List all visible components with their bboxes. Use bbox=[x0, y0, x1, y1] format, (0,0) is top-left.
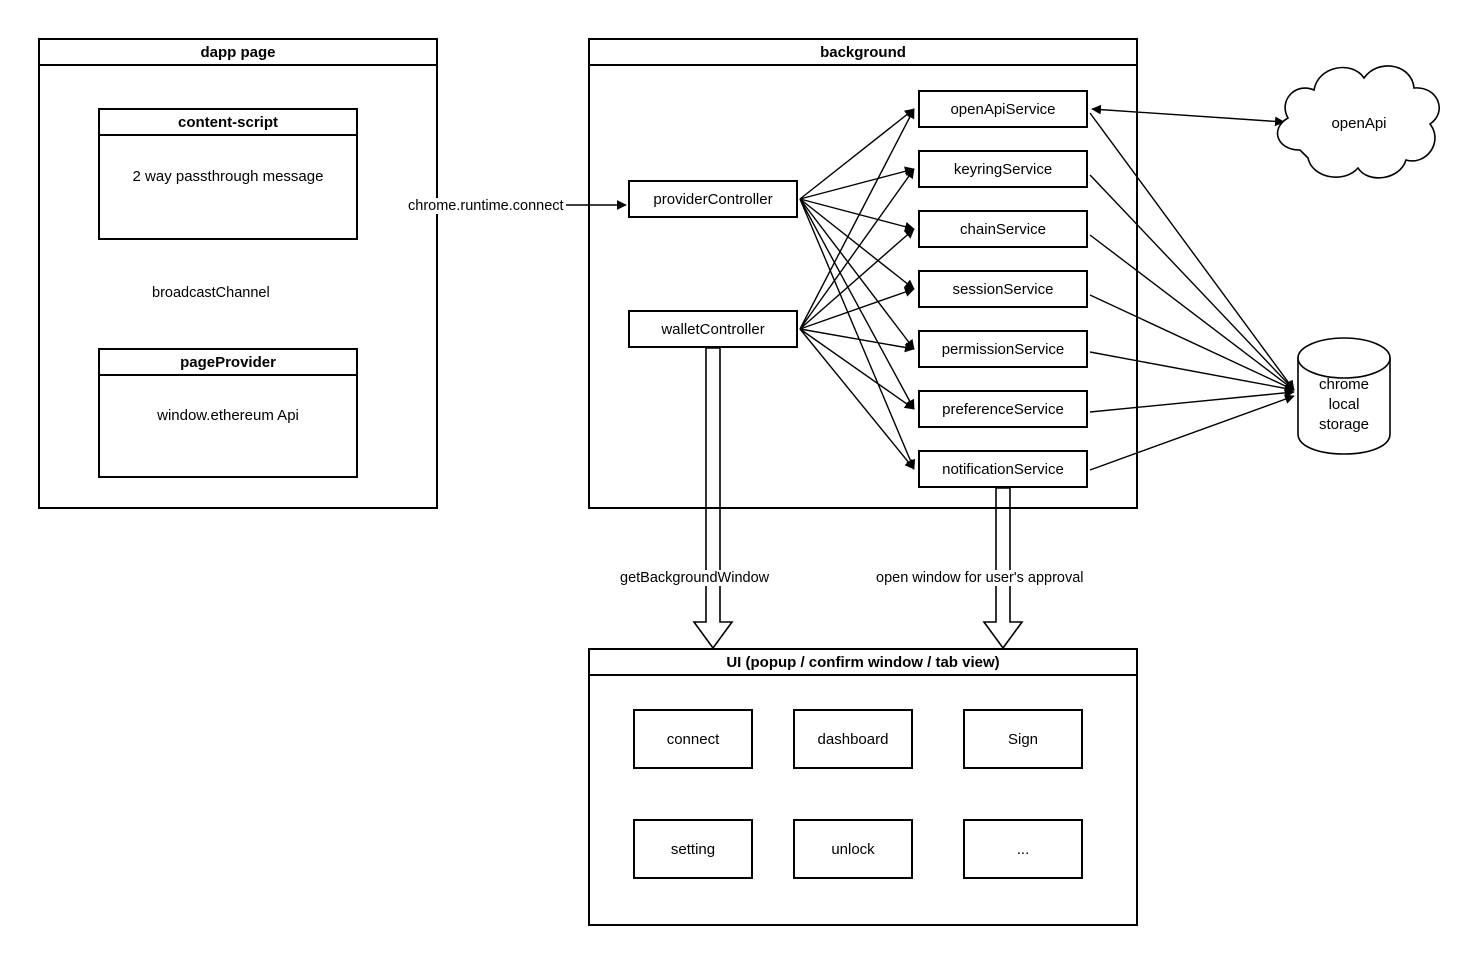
chrome-runtime-connect-label: chrome.runtime.connect bbox=[406, 198, 566, 214]
edge-wallet-to-sessionService bbox=[799, 287, 915, 330]
content-script-box[interactable]: content-script 2 way passthrough message bbox=[98, 108, 358, 240]
page-provider-title: pageProvider bbox=[100, 350, 356, 376]
edge-provider-to-sessionService bbox=[799, 198, 915, 290]
edge-provider-to-preferenceService bbox=[799, 198, 915, 410]
edge-wallet-to-permissionService bbox=[799, 328, 915, 353]
edge-openApiService-to-storage bbox=[1089, 112, 1295, 391]
content-script-body: 2 way passthrough message bbox=[132, 167, 324, 185]
edge-preferenceService-to-storage bbox=[1089, 388, 1295, 413]
edge-wallet-to-preferenceService bbox=[799, 328, 915, 410]
ui-title: UI (popup / confirm window / tab view) bbox=[590, 650, 1136, 676]
service-box-keyringService[interactable]: keyringService bbox=[918, 150, 1088, 188]
edge-chainService-to-storage bbox=[1089, 234, 1295, 391]
get-background-window-label: getBackgroundWindow bbox=[618, 570, 772, 586]
service-box-openApiService[interactable]: openApiService bbox=[918, 90, 1088, 128]
cylinder-shape-chrome-local-storage bbox=[1297, 337, 1391, 455]
wallet-controller-box[interactable]: walletController bbox=[628, 310, 798, 348]
broadcast-channel-label: broadcastChannel bbox=[150, 285, 272, 301]
ui-view-unlock[interactable]: unlock bbox=[793, 819, 913, 879]
edge-openApiService-to-openApi bbox=[1091, 104, 1285, 127]
edge-getBackgroundWindow bbox=[692, 347, 734, 650]
service-box-preferenceService[interactable]: preferenceService bbox=[918, 390, 1088, 428]
background-title: background bbox=[590, 40, 1136, 66]
page-provider-box[interactable]: pageProvider window.ethereum Api bbox=[98, 348, 358, 478]
ui-view-dashboard[interactable]: dashboard bbox=[793, 709, 913, 769]
ui-view-setting[interactable]: setting bbox=[633, 819, 753, 879]
edge-permissionService-to-storage bbox=[1089, 351, 1295, 394]
edge-wallet-to-openApiService bbox=[799, 108, 915, 330]
edge-wallet-to-chainService bbox=[799, 228, 915, 330]
service-box-chainService[interactable]: chainService bbox=[918, 210, 1088, 248]
ui-view-connect[interactable]: connect bbox=[633, 709, 753, 769]
service-box-permissionService[interactable]: permissionService bbox=[918, 330, 1088, 368]
provider-controller-box[interactable]: providerController bbox=[628, 180, 798, 218]
edge-wallet-to-notificationService bbox=[799, 328, 915, 470]
ui-container: UI (popup / confirm window / tab view) bbox=[588, 648, 1138, 926]
edge-provider-to-openApiService bbox=[799, 108, 915, 200]
edge-provider-to-permissionService bbox=[799, 198, 915, 350]
edge-provider-to-keyringService bbox=[799, 166, 915, 200]
edge-open-window-for-approval bbox=[982, 487, 1024, 650]
edge-provider-to-notificationService bbox=[799, 198, 916, 470]
content-script-title: content-script bbox=[100, 110, 356, 136]
edge-keyringService-to-storage bbox=[1089, 174, 1295, 391]
page-provider-body: window.ethereum Api bbox=[157, 406, 299, 424]
background-container: background bbox=[588, 38, 1138, 509]
edge-provider-to-chainService bbox=[799, 198, 915, 232]
ui-view-more[interactable]: ... bbox=[963, 819, 1083, 879]
dapp-page-title: dapp page bbox=[40, 40, 436, 66]
service-box-sessionService[interactable]: sessionService bbox=[918, 270, 1088, 308]
open-window-approval-label: open window for user's approval bbox=[874, 570, 1086, 586]
cloud-shape-openApi bbox=[1276, 65, 1440, 179]
edge-notificationService-to-storage bbox=[1089, 394, 1295, 471]
edge-wallet-to-keyringService bbox=[799, 168, 915, 330]
ui-view-sign[interactable]: Sign bbox=[963, 709, 1083, 769]
service-box-notificationService[interactable]: notificationService bbox=[918, 450, 1088, 488]
edge-sessionService-to-storage bbox=[1089, 294, 1295, 391]
